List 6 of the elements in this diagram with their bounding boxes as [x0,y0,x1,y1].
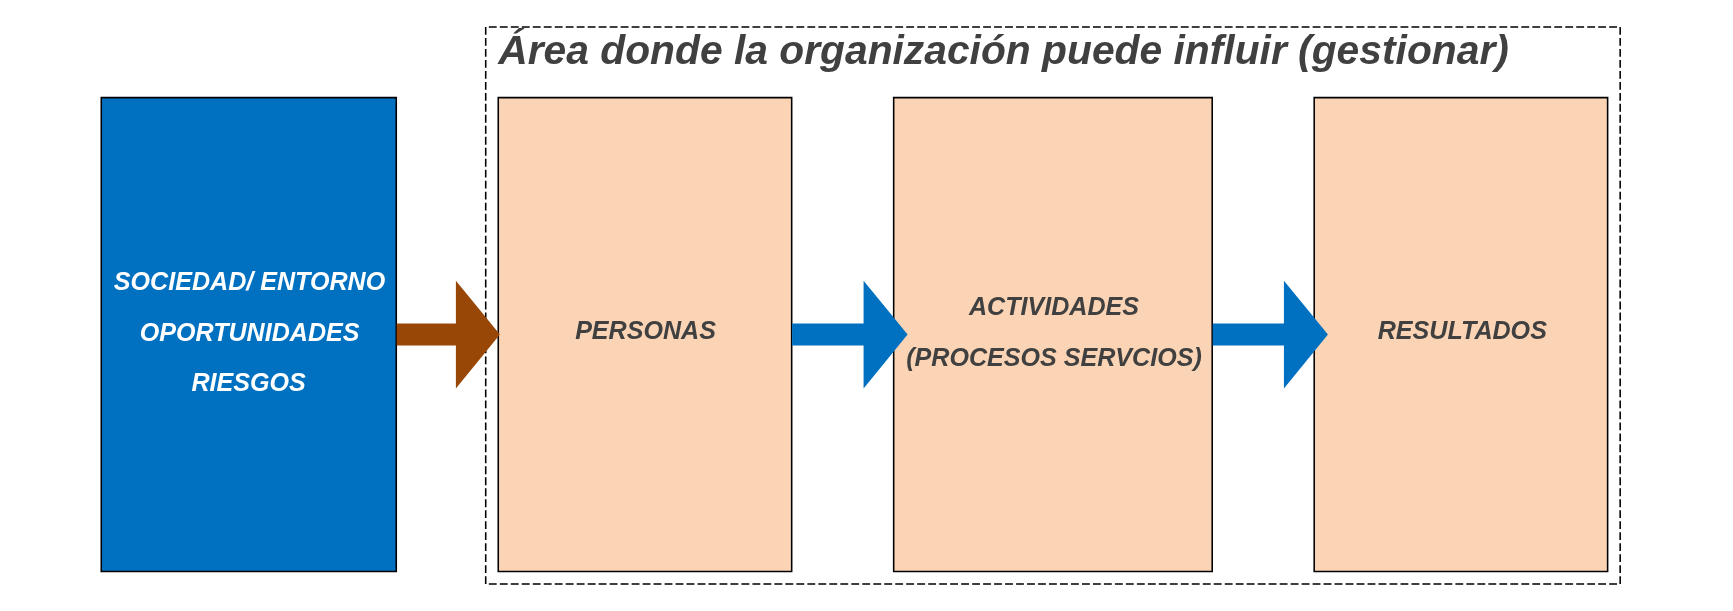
arrow [791,280,908,389]
node-box: PERSONAS [496,96,792,573]
arrow [1212,280,1328,389]
node-box: ACTIVIDADES (PROCESOS SERVCIOS) [892,96,1213,573]
node-box: RESULTADOS [1312,96,1608,573]
node-box: SOCIEDAD/ ENTORNO OPORTUNIDADES RIESGOS [100,96,397,573]
